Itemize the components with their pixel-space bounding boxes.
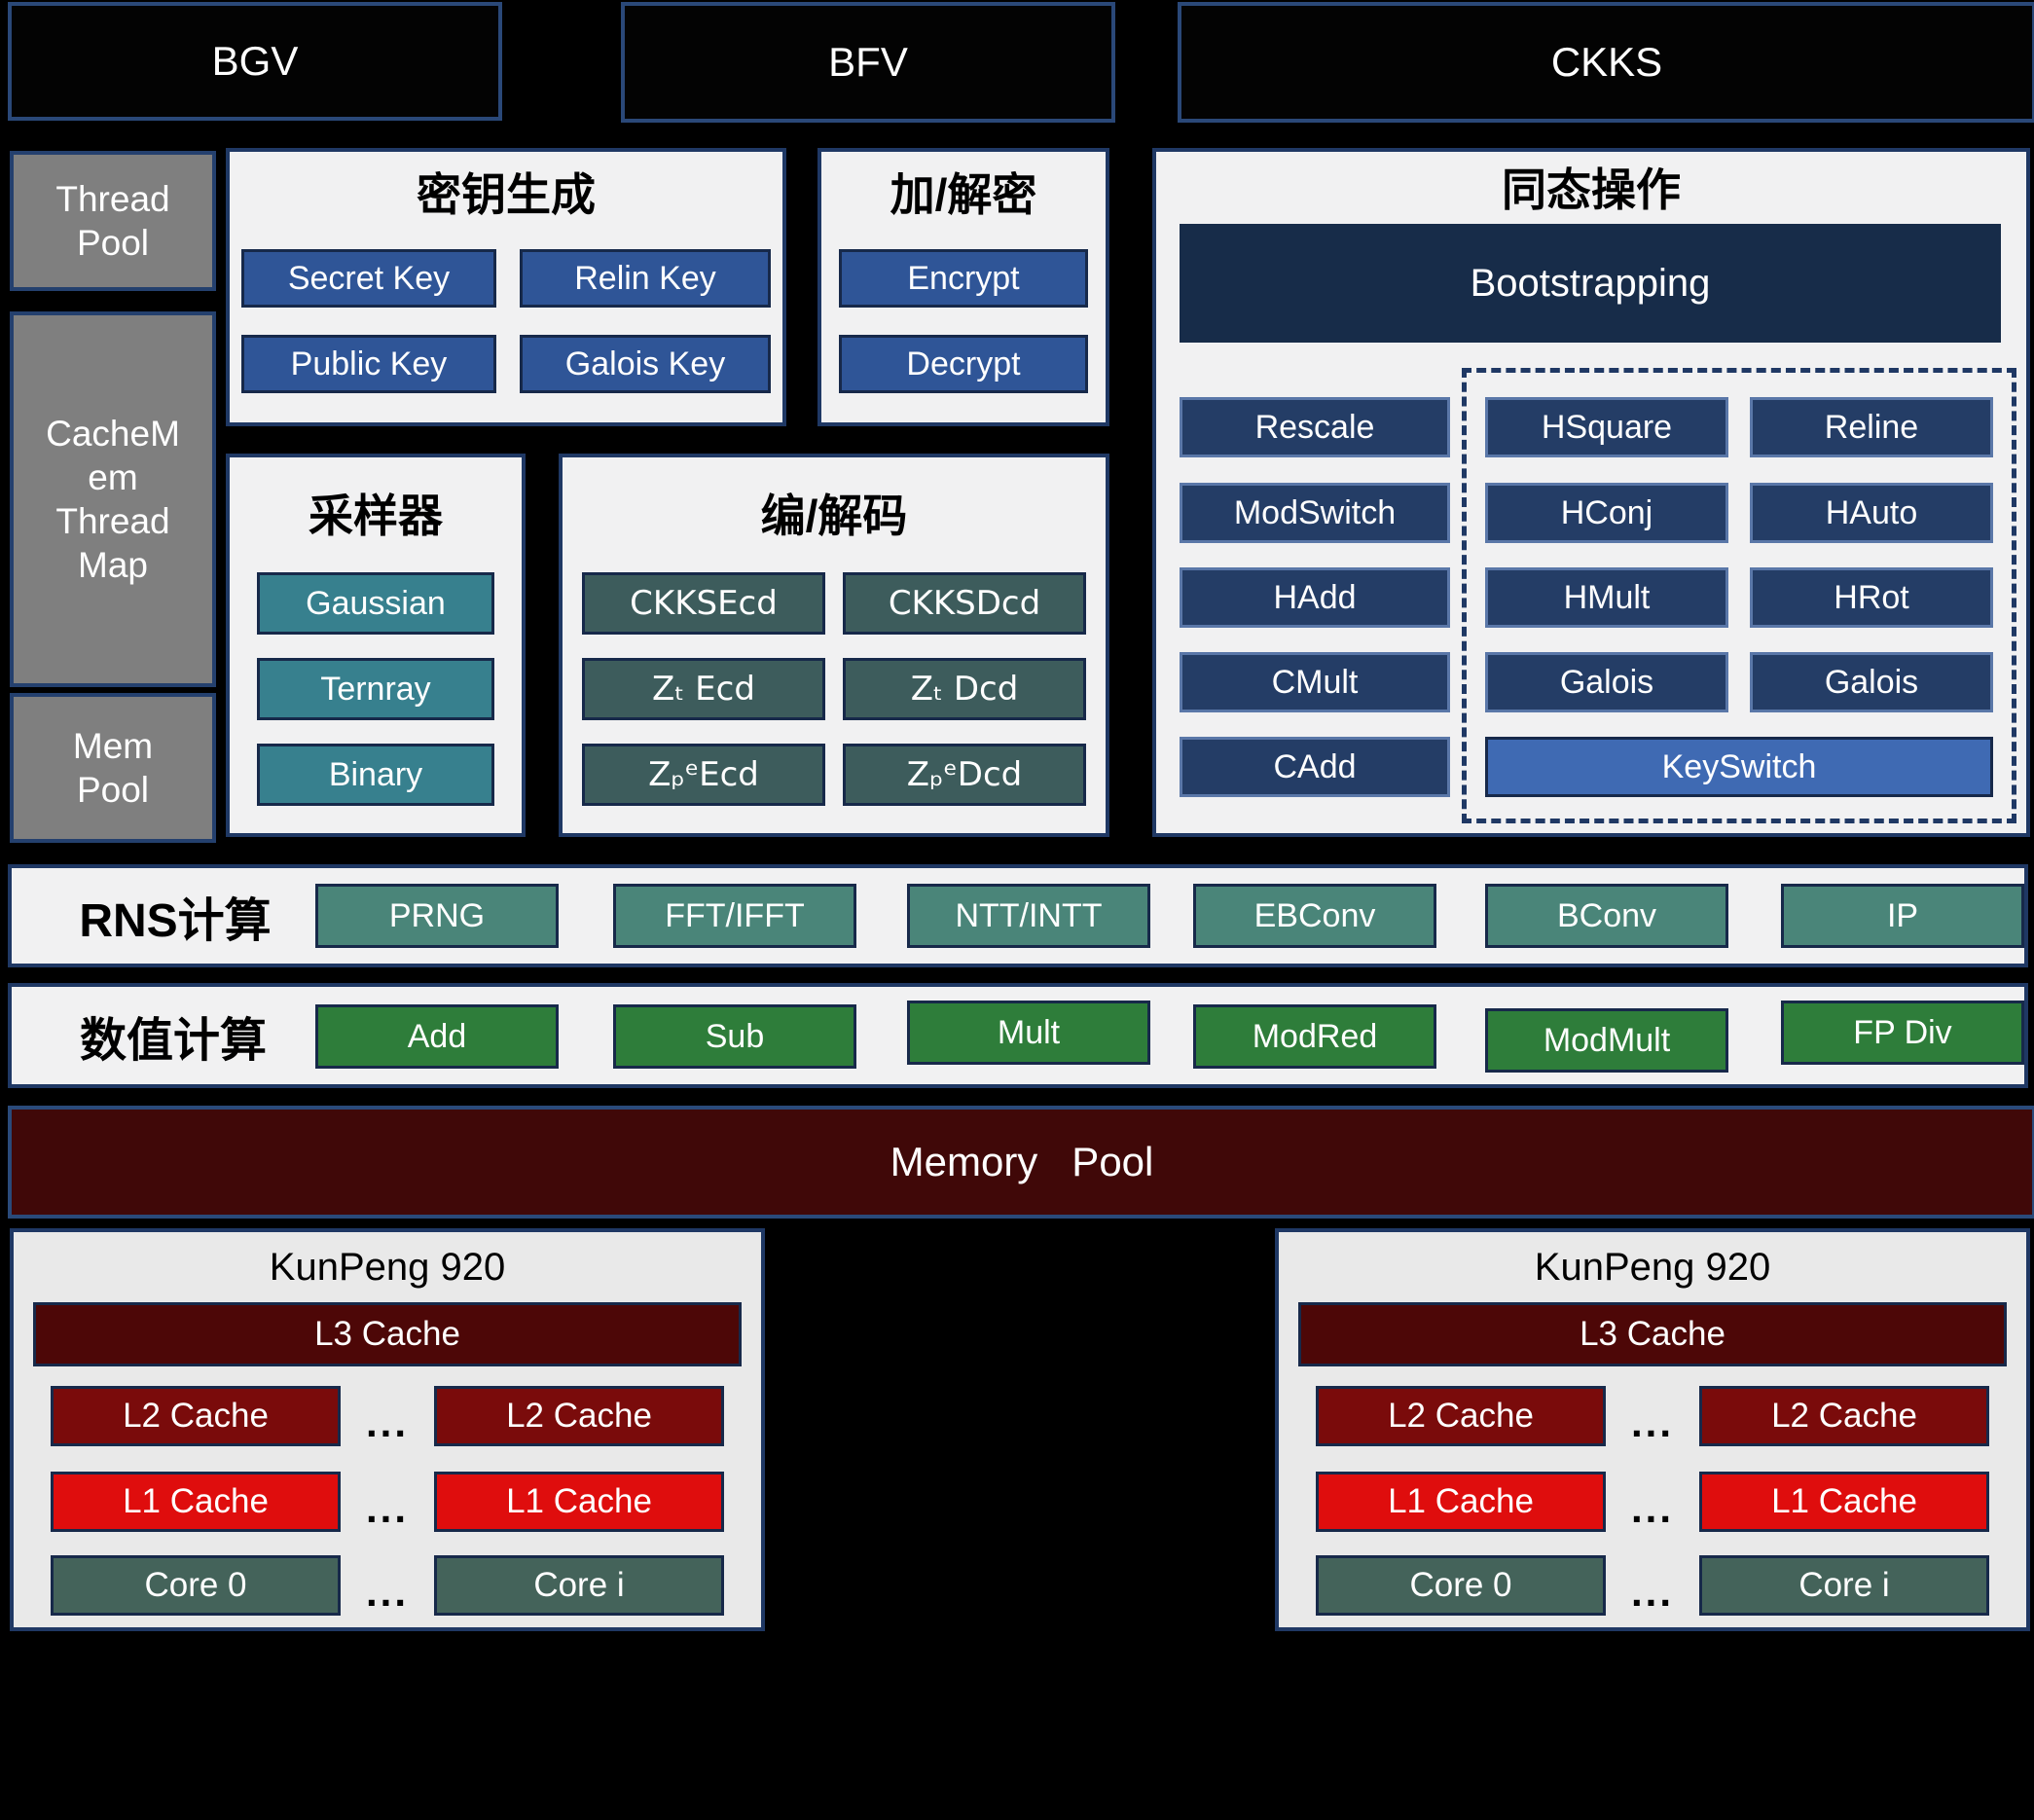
btn-keyswitch: KeySwitch	[1485, 737, 1993, 797]
numeric-row-label: 数值计算	[79, 1015, 267, 1067]
btn-fft-ifft: FFT/IFFT	[613, 884, 856, 948]
thread-pool-box: Thread Pool	[10, 151, 216, 291]
mem-pool-box: Mem Pool	[10, 693, 216, 843]
l3-cache-bar: L3 Cache	[1298, 1302, 2007, 1366]
core-i: Core i	[434, 1555, 724, 1616]
ellipsis: ...	[365, 1485, 409, 1531]
btn-bconv: BConv	[1485, 884, 1728, 948]
cpu-box-left: KunPeng 920 L3 Cache L2 Cache ... L2 Cac…	[10, 1228, 765, 1631]
btn-rescale: Rescale	[1180, 397, 1450, 457]
bootstrapping-bar: Bootstrapping	[1180, 224, 2001, 343]
scheme-bgv: BGV	[8, 2, 502, 121]
btn-zpe-ecd: ZₚᵉEcd	[582, 744, 825, 806]
btn-modred: ModRed	[1193, 1004, 1436, 1069]
btn-modmult: ModMult	[1485, 1008, 1728, 1073]
encdec-title: 加/解密	[890, 169, 1037, 220]
l2-cache-left: L2 Cache	[51, 1386, 341, 1446]
btn-galois-1: Galois	[1485, 652, 1728, 712]
btn-relin-key: Relin Key	[520, 249, 771, 308]
cpu-box-right: KunPeng 920 L3 Cache L2 Cache ... L2 Cac…	[1275, 1228, 2030, 1631]
btn-ternray: Ternray	[257, 658, 494, 720]
btn-encrypt: Encrypt	[839, 249, 1088, 308]
l1-cache-right: L1 Cache	[434, 1472, 724, 1532]
ellipsis: ...	[1630, 1569, 1674, 1615]
btn-modswitch: ModSwitch	[1180, 483, 1450, 543]
btn-hauto: HAuto	[1750, 483, 1993, 543]
core-i: Core i	[1699, 1555, 1989, 1616]
sampler-title: 采样器	[309, 491, 443, 541]
btn-mult: Mult	[907, 1001, 1150, 1065]
core-0: Core 0	[1316, 1555, 1606, 1616]
btn-reline: Reline	[1750, 397, 1993, 457]
btn-binary: Binary	[257, 744, 494, 806]
cpu-title: KunPeng 920	[269, 1245, 506, 1289]
btn-zpe-dcd: ZₚᵉDcd	[843, 744, 1086, 806]
keygen-title: 密钥生成	[417, 169, 596, 220]
btn-ckksdcd: CKKSDcd	[843, 572, 1086, 635]
btn-zt-ecd: Zₜ Ecd	[582, 658, 825, 720]
codec-title: 编/解码	[760, 491, 908, 541]
btn-add: Add	[315, 1004, 559, 1069]
btn-sub: Sub	[613, 1004, 856, 1069]
core-0: Core 0	[51, 1555, 341, 1616]
l2-cache-right: L2 Cache	[434, 1386, 724, 1446]
btn-galois-key: Galois Key	[520, 335, 771, 393]
ellipsis: ...	[365, 1569, 409, 1615]
scheme-bfv: BFV	[621, 2, 1115, 123]
btn-zt-dcd: Zₜ Dcd	[843, 658, 1086, 720]
l2-cache-left: L2 Cache	[1316, 1386, 1606, 1446]
ellipsis: ...	[365, 1400, 409, 1445]
rns-row-label: RNS计算	[79, 895, 272, 947]
homomorphic-title: 同态操作	[1502, 164, 1681, 215]
cache-mem-thread-map-box: CacheM em Thread Map	[10, 311, 216, 687]
btn-hrot: HRot	[1750, 567, 1993, 628]
l1-cache-left: L1 Cache	[1316, 1472, 1606, 1532]
btn-galois-2: Galois	[1750, 652, 1993, 712]
cpu-title: KunPeng 920	[1534, 1245, 1771, 1289]
btn-ckksecd: CKKSEcd	[582, 572, 825, 635]
btn-public-key: Public Key	[241, 335, 496, 393]
l1-cache-right: L1 Cache	[1699, 1472, 1989, 1532]
btn-gaussian: Gaussian	[257, 572, 494, 635]
btn-ntt-intt: NTT/INTT	[907, 884, 1150, 948]
btn-hconj: HConj	[1485, 483, 1728, 543]
btn-ebconv: EBConv	[1193, 884, 1436, 948]
l3-cache-bar: L3 Cache	[33, 1302, 742, 1366]
l2-cache-right: L2 Cache	[1699, 1386, 1989, 1446]
btn-prng: PRNG	[315, 884, 559, 948]
btn-fp-div: FP Div	[1781, 1001, 2024, 1065]
scheme-ckks: CKKS	[1178, 2, 2034, 123]
keyswitch-group-outline	[1462, 368, 2016, 823]
btn-hsquare: HSquare	[1485, 397, 1728, 457]
l1-cache-left: L1 Cache	[51, 1472, 341, 1532]
btn-cadd: CAdd	[1180, 737, 1450, 797]
memory-pool-bar: Memory Pool	[8, 1106, 2034, 1219]
btn-hadd: HAdd	[1180, 567, 1450, 628]
btn-ip: IP	[1781, 884, 2024, 948]
btn-hmult: HMult	[1485, 567, 1728, 628]
ellipsis: ...	[1630, 1400, 1674, 1445]
btn-decrypt: Decrypt	[839, 335, 1088, 393]
btn-cmult: CMult	[1180, 652, 1450, 712]
ellipsis: ...	[1630, 1485, 1674, 1531]
btn-secret-key: Secret Key	[241, 249, 496, 308]
